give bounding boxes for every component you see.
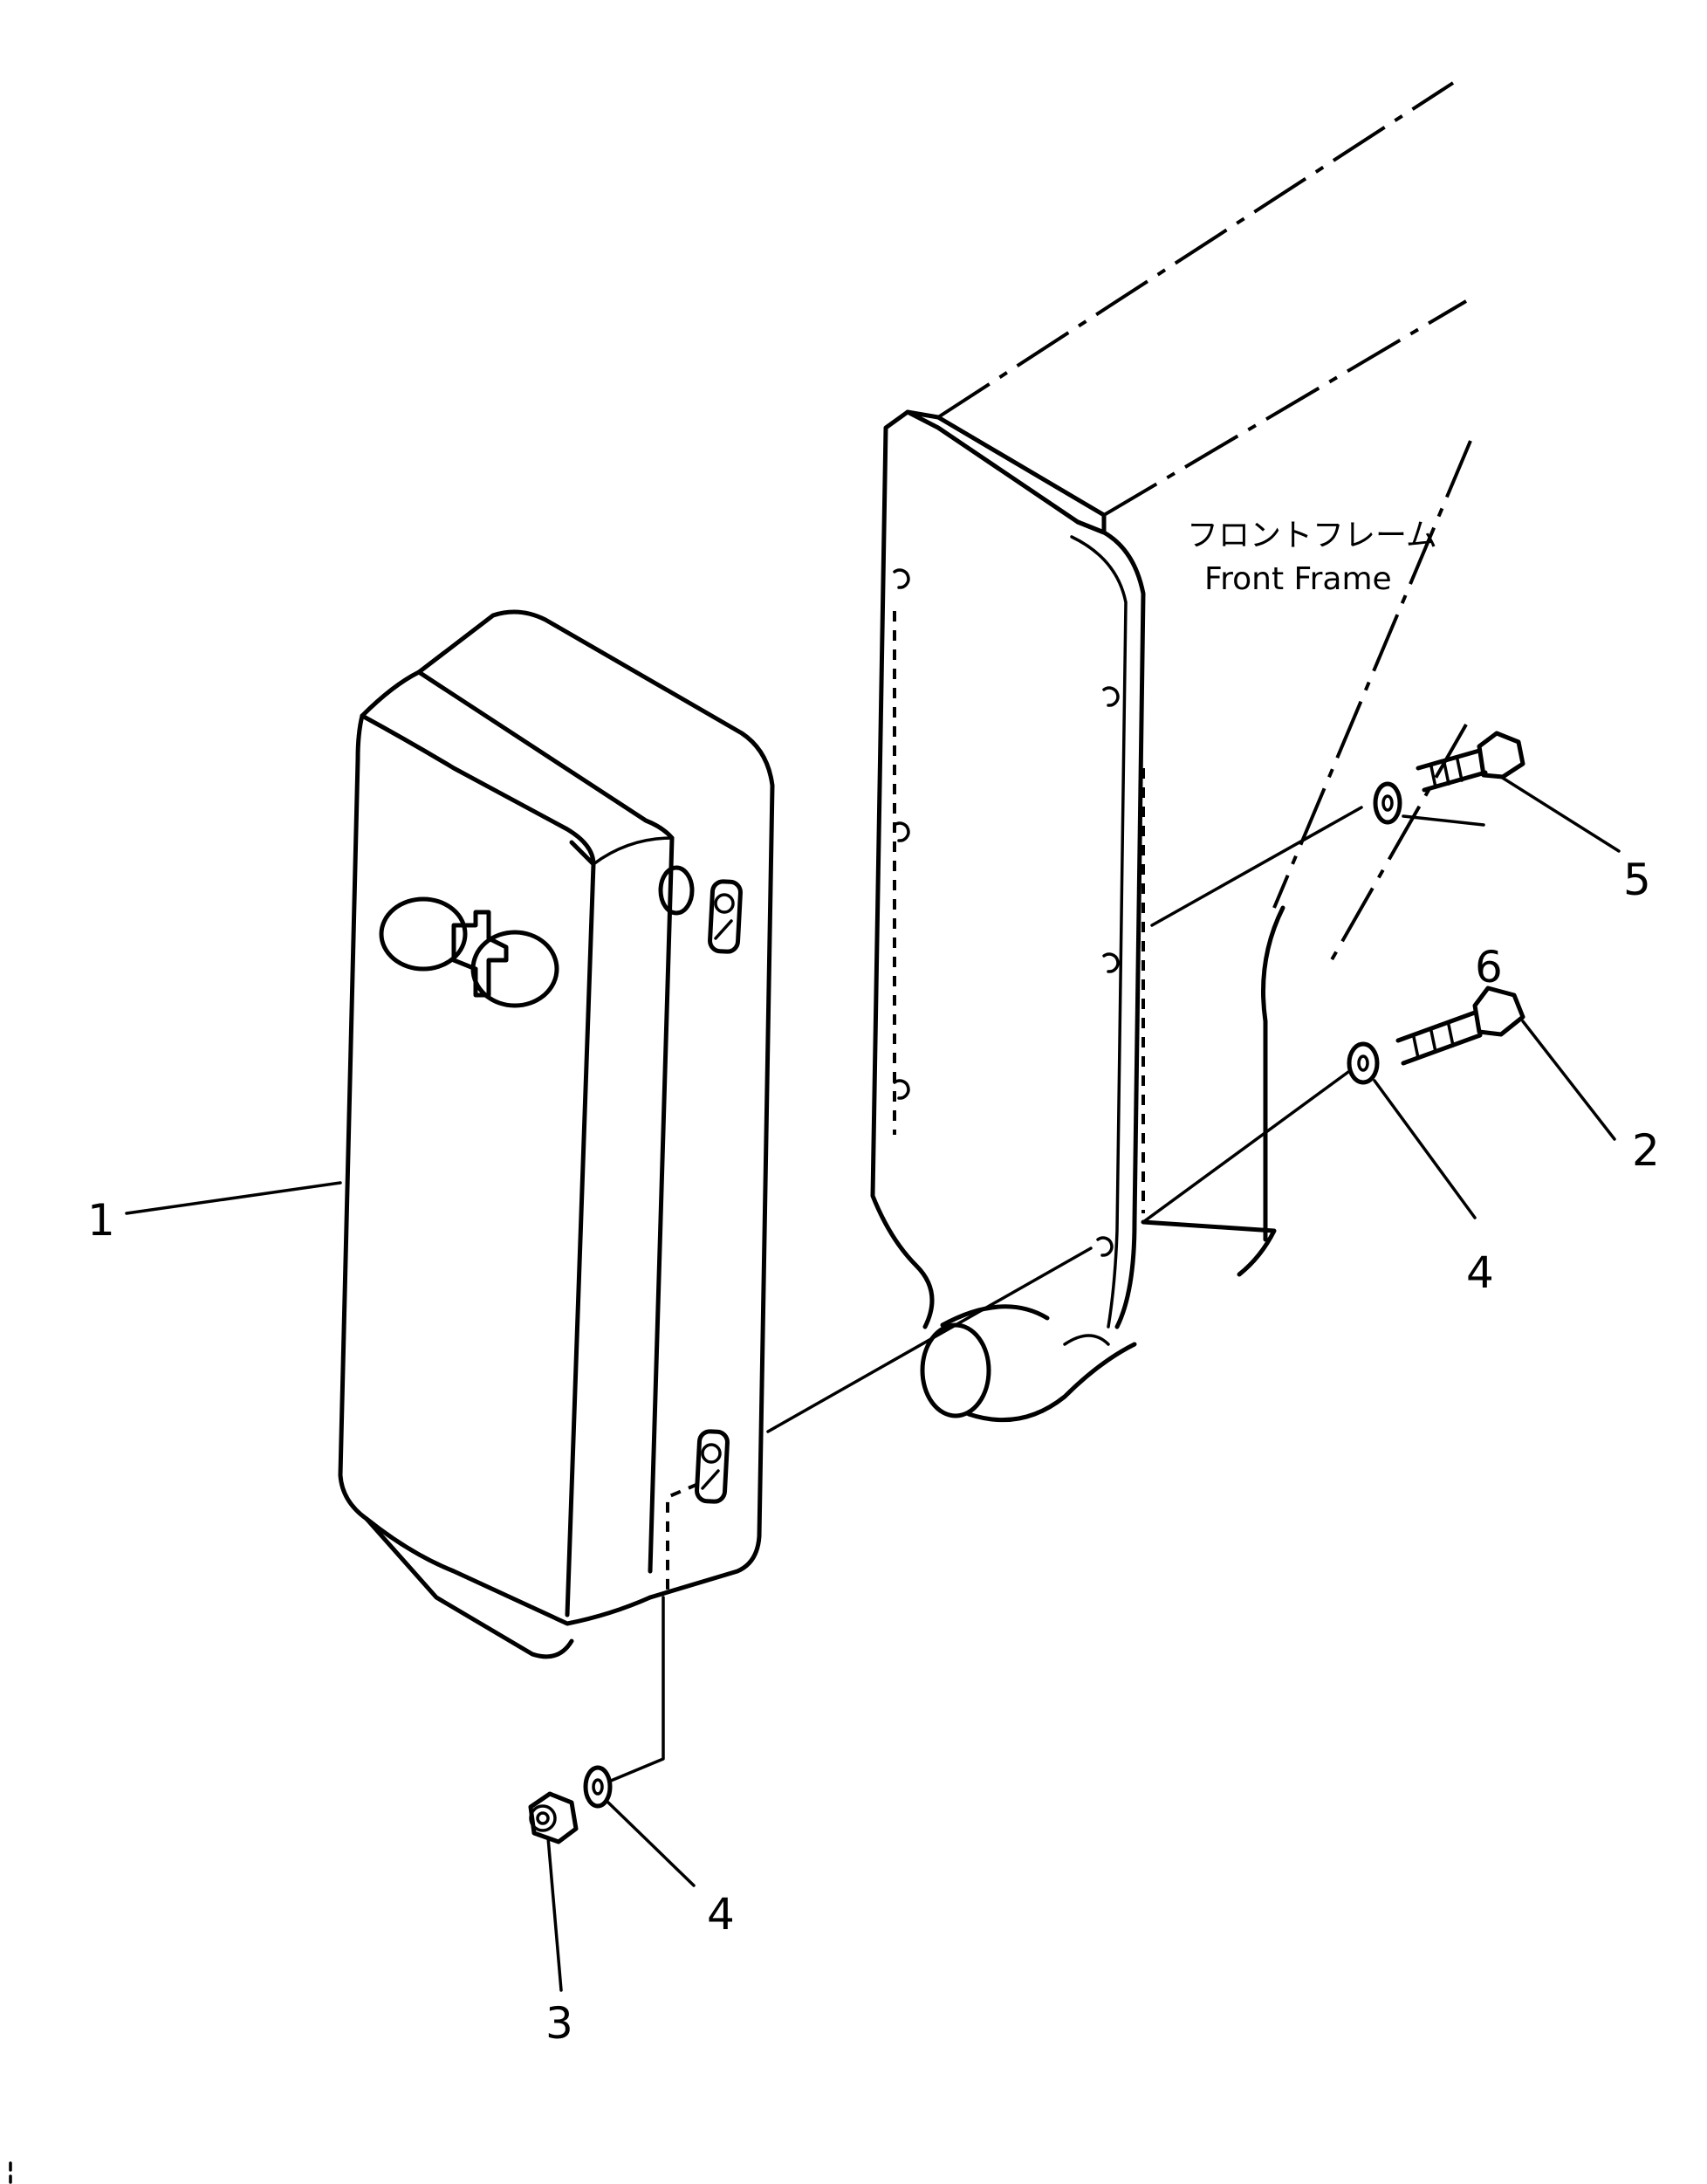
cover-box [338,609,775,1659]
front-frame-label-en: Front Frame [1204,561,1392,597]
washer-6-icon [1373,781,1402,825]
nut-3-icon [528,1791,579,1844]
bolt-5-icon [1416,731,1525,793]
callout-4-lower: 4 [707,1889,735,1940]
washer-4-upper-icon [1347,1041,1380,1085]
callout-5: 5 [1623,855,1651,905]
bolt-2-icon [1395,986,1525,1066]
callout-1: 1 [87,1195,115,1246]
front-frame-label-jp: フロントフレーム [1187,518,1437,553]
front-frame [870,81,1472,1423]
assembly-lines [609,806,1363,1782]
callout-3: 3 [545,1998,573,2049]
logo-icon [379,896,559,1008]
callout-6: 6 [1475,942,1503,992]
callout-4-upper: 4 [1466,1247,1494,1298]
callout-2: 2 [1632,1125,1660,1176]
leader-lines [125,775,1621,1992]
washer-4-lower-icon [583,1765,613,1809]
